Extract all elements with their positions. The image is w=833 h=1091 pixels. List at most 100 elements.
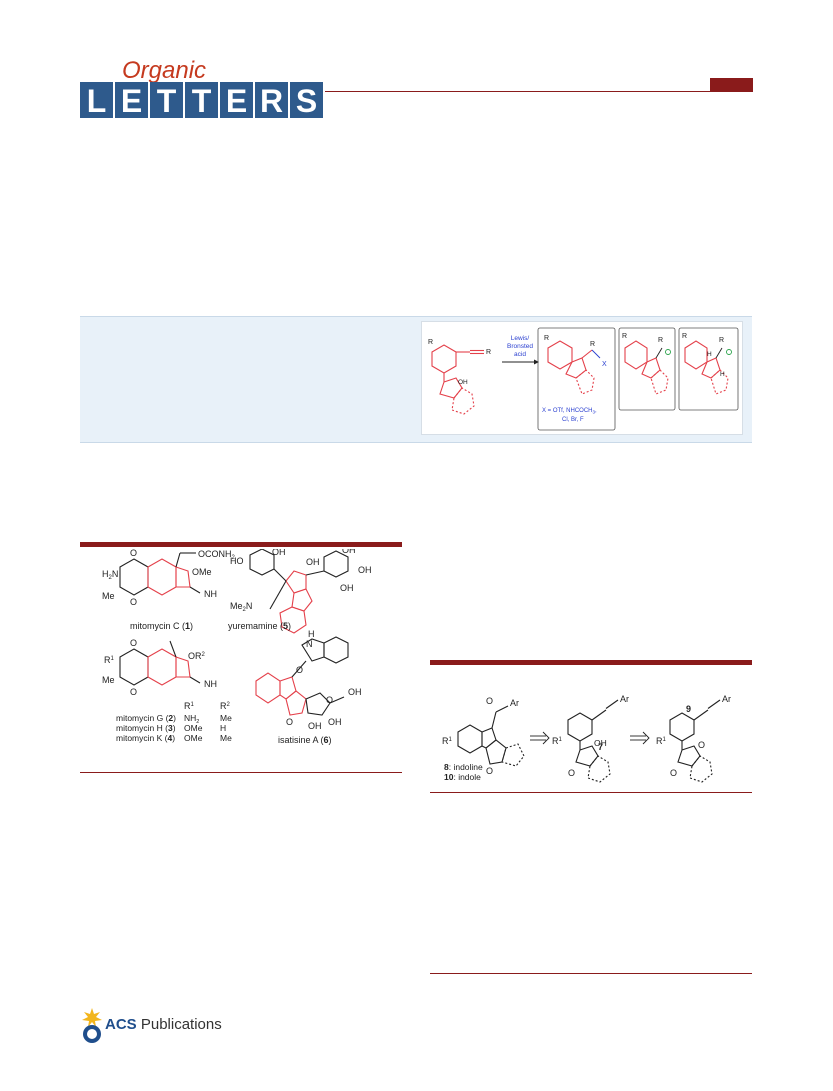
svg-text:S: S: [296, 83, 317, 119]
svg-text:H2N: H2N: [102, 569, 118, 581]
svg-text:Lewis/: Lewis/: [511, 335, 530, 342]
logo-letters: L E T T E R S: [80, 82, 323, 119]
figure2-top-rule: [430, 660, 752, 665]
svg-text:OMe: OMe: [192, 567, 212, 577]
svg-text:T: T: [157, 83, 177, 119]
figure2-retrosynthesis: O Ar R1 O 8: indoline 10: indole Ar R1 O…: [442, 694, 731, 783]
mitomycin-c-structure: [119, 552, 201, 596]
svg-text:Me2N: Me2N: [230, 601, 252, 613]
svg-text:OH: OH: [328, 717, 342, 727]
header-rule: [325, 91, 710, 92]
svg-text:H: H: [720, 371, 725, 378]
svg-text:HO: HO: [230, 556, 244, 566]
svg-text:E: E: [121, 83, 142, 119]
svg-text:OH: OH: [308, 721, 322, 731]
svg-text:Ar: Ar: [722, 694, 731, 704]
svg-text:R: R: [544, 335, 549, 342]
svg-text:H: H: [220, 723, 226, 733]
svg-text:Me: Me: [102, 675, 115, 685]
retro-arrow-2: [630, 731, 650, 745]
svg-text:N: N: [306, 639, 313, 649]
svg-text:OCONH2: OCONH2: [198, 549, 236, 561]
acs-publications-icon: [82, 1008, 102, 1043]
figure2-bottom-rule: [430, 792, 752, 793]
svg-text:Ar: Ar: [620, 694, 629, 704]
svg-text:R: R: [622, 333, 627, 340]
svg-text:R1: R1: [104, 655, 115, 665]
svg-text:L: L: [87, 83, 107, 119]
svg-text:OH: OH: [342, 549, 356, 555]
svg-text:NH: NH: [204, 589, 217, 599]
svg-text:O: O: [326, 695, 333, 705]
svg-text:R: R: [428, 339, 433, 346]
svg-text:R: R: [658, 337, 663, 344]
retro-arrow-1: [530, 731, 550, 745]
svg-text:O: O: [130, 638, 137, 648]
svg-text:7: 7: [598, 742, 603, 752]
svg-text:isatisine A (6): isatisine A (6): [278, 735, 332, 745]
svg-text:R: R: [682, 333, 687, 340]
journal-logo: Organic L E T T E R S: [80, 57, 323, 119]
svg-text:OR2: OR2: [188, 651, 206, 661]
svg-text:R2: R2: [220, 701, 231, 711]
svg-text:R1: R1: [552, 736, 563, 746]
publisher-logo-text: ACS Publications: [105, 1016, 222, 1033]
mitomycin-ghk-structure: [119, 640, 201, 686]
header-tab: [710, 78, 753, 92]
svg-text:OH: OH: [348, 687, 362, 697]
toc-product-box-1: [537, 327, 616, 431]
toc-starting-material: [431, 344, 484, 415]
svg-text:8: indoline: 8: indoline: [444, 762, 483, 772]
svg-text:X = OTf, NHCOCH3,: X = OTf, NHCOCH3,: [542, 408, 597, 415]
svg-text:O: O: [286, 717, 293, 727]
svg-text:Me: Me: [102, 591, 115, 601]
svg-text:NH: NH: [204, 679, 217, 689]
svg-text:OH: OH: [358, 565, 372, 575]
figure1-structures: O O OCONH2 OMe NH H2N Me mitomycin C (1)…: [102, 549, 372, 745]
svg-text:R1: R1: [442, 736, 453, 746]
svg-text:Bronsted: Bronsted: [507, 343, 533, 350]
svg-text:Me: Me: [220, 733, 232, 743]
svg-text:mitomycin K (4): mitomycin K (4): [116, 733, 175, 743]
svg-text:Me: Me: [220, 713, 232, 723]
svg-text:OH: OH: [306, 557, 320, 567]
compound-9: [669, 699, 721, 783]
publisher-brand: ACS: [105, 1016, 137, 1033]
svg-text:NH2: NH2: [184, 713, 199, 725]
svg-text:Ar: Ar: [510, 698, 519, 708]
svg-text:OH: OH: [594, 738, 607, 748]
svg-text:T: T: [192, 83, 212, 119]
figure1-bottom-rule: [80, 772, 402, 773]
svg-text:O: O: [130, 549, 137, 558]
svg-text:R: R: [486, 349, 491, 356]
svg-text:OH: OH: [458, 379, 468, 386]
compound-7: [567, 699, 619, 783]
svg-text:O: O: [296, 665, 303, 675]
toc-product-box-3: [678, 327, 739, 411]
svg-text:E: E: [226, 83, 247, 119]
column-rule: [430, 973, 752, 974]
svg-text:H: H: [308, 629, 315, 639]
compound-8-10: [457, 705, 525, 767]
svg-text:O: O: [130, 687, 137, 697]
svg-text:O: O: [670, 768, 677, 778]
svg-text:R: R: [260, 83, 283, 119]
svg-text:O: O: [130, 597, 137, 607]
svg-text:acid: acid: [514, 351, 526, 358]
logo-word-organic: Organic: [122, 57, 206, 84]
yuremamine-structure: [249, 549, 349, 634]
svg-text:O: O: [698, 740, 705, 750]
svg-text:O: O: [486, 696, 493, 706]
svg-text:O: O: [568, 768, 575, 778]
toc-graphic: R R OH Lewis/ Bronsted acid R R X X = OT…: [421, 321, 743, 435]
isatisine-a-structure: [255, 636, 349, 716]
svg-text:OMe: OMe: [184, 723, 203, 733]
svg-text:R1: R1: [184, 701, 195, 711]
svg-text:mitomycin H (3): mitomycin H (3): [116, 723, 176, 733]
svg-text:9: 9: [686, 704, 691, 714]
svg-text:R: R: [590, 341, 595, 348]
svg-text:O: O: [486, 766, 493, 776]
svg-text:R: R: [719, 337, 724, 344]
svg-text:OMe: OMe: [184, 733, 203, 743]
svg-text:H: H: [707, 351, 712, 358]
